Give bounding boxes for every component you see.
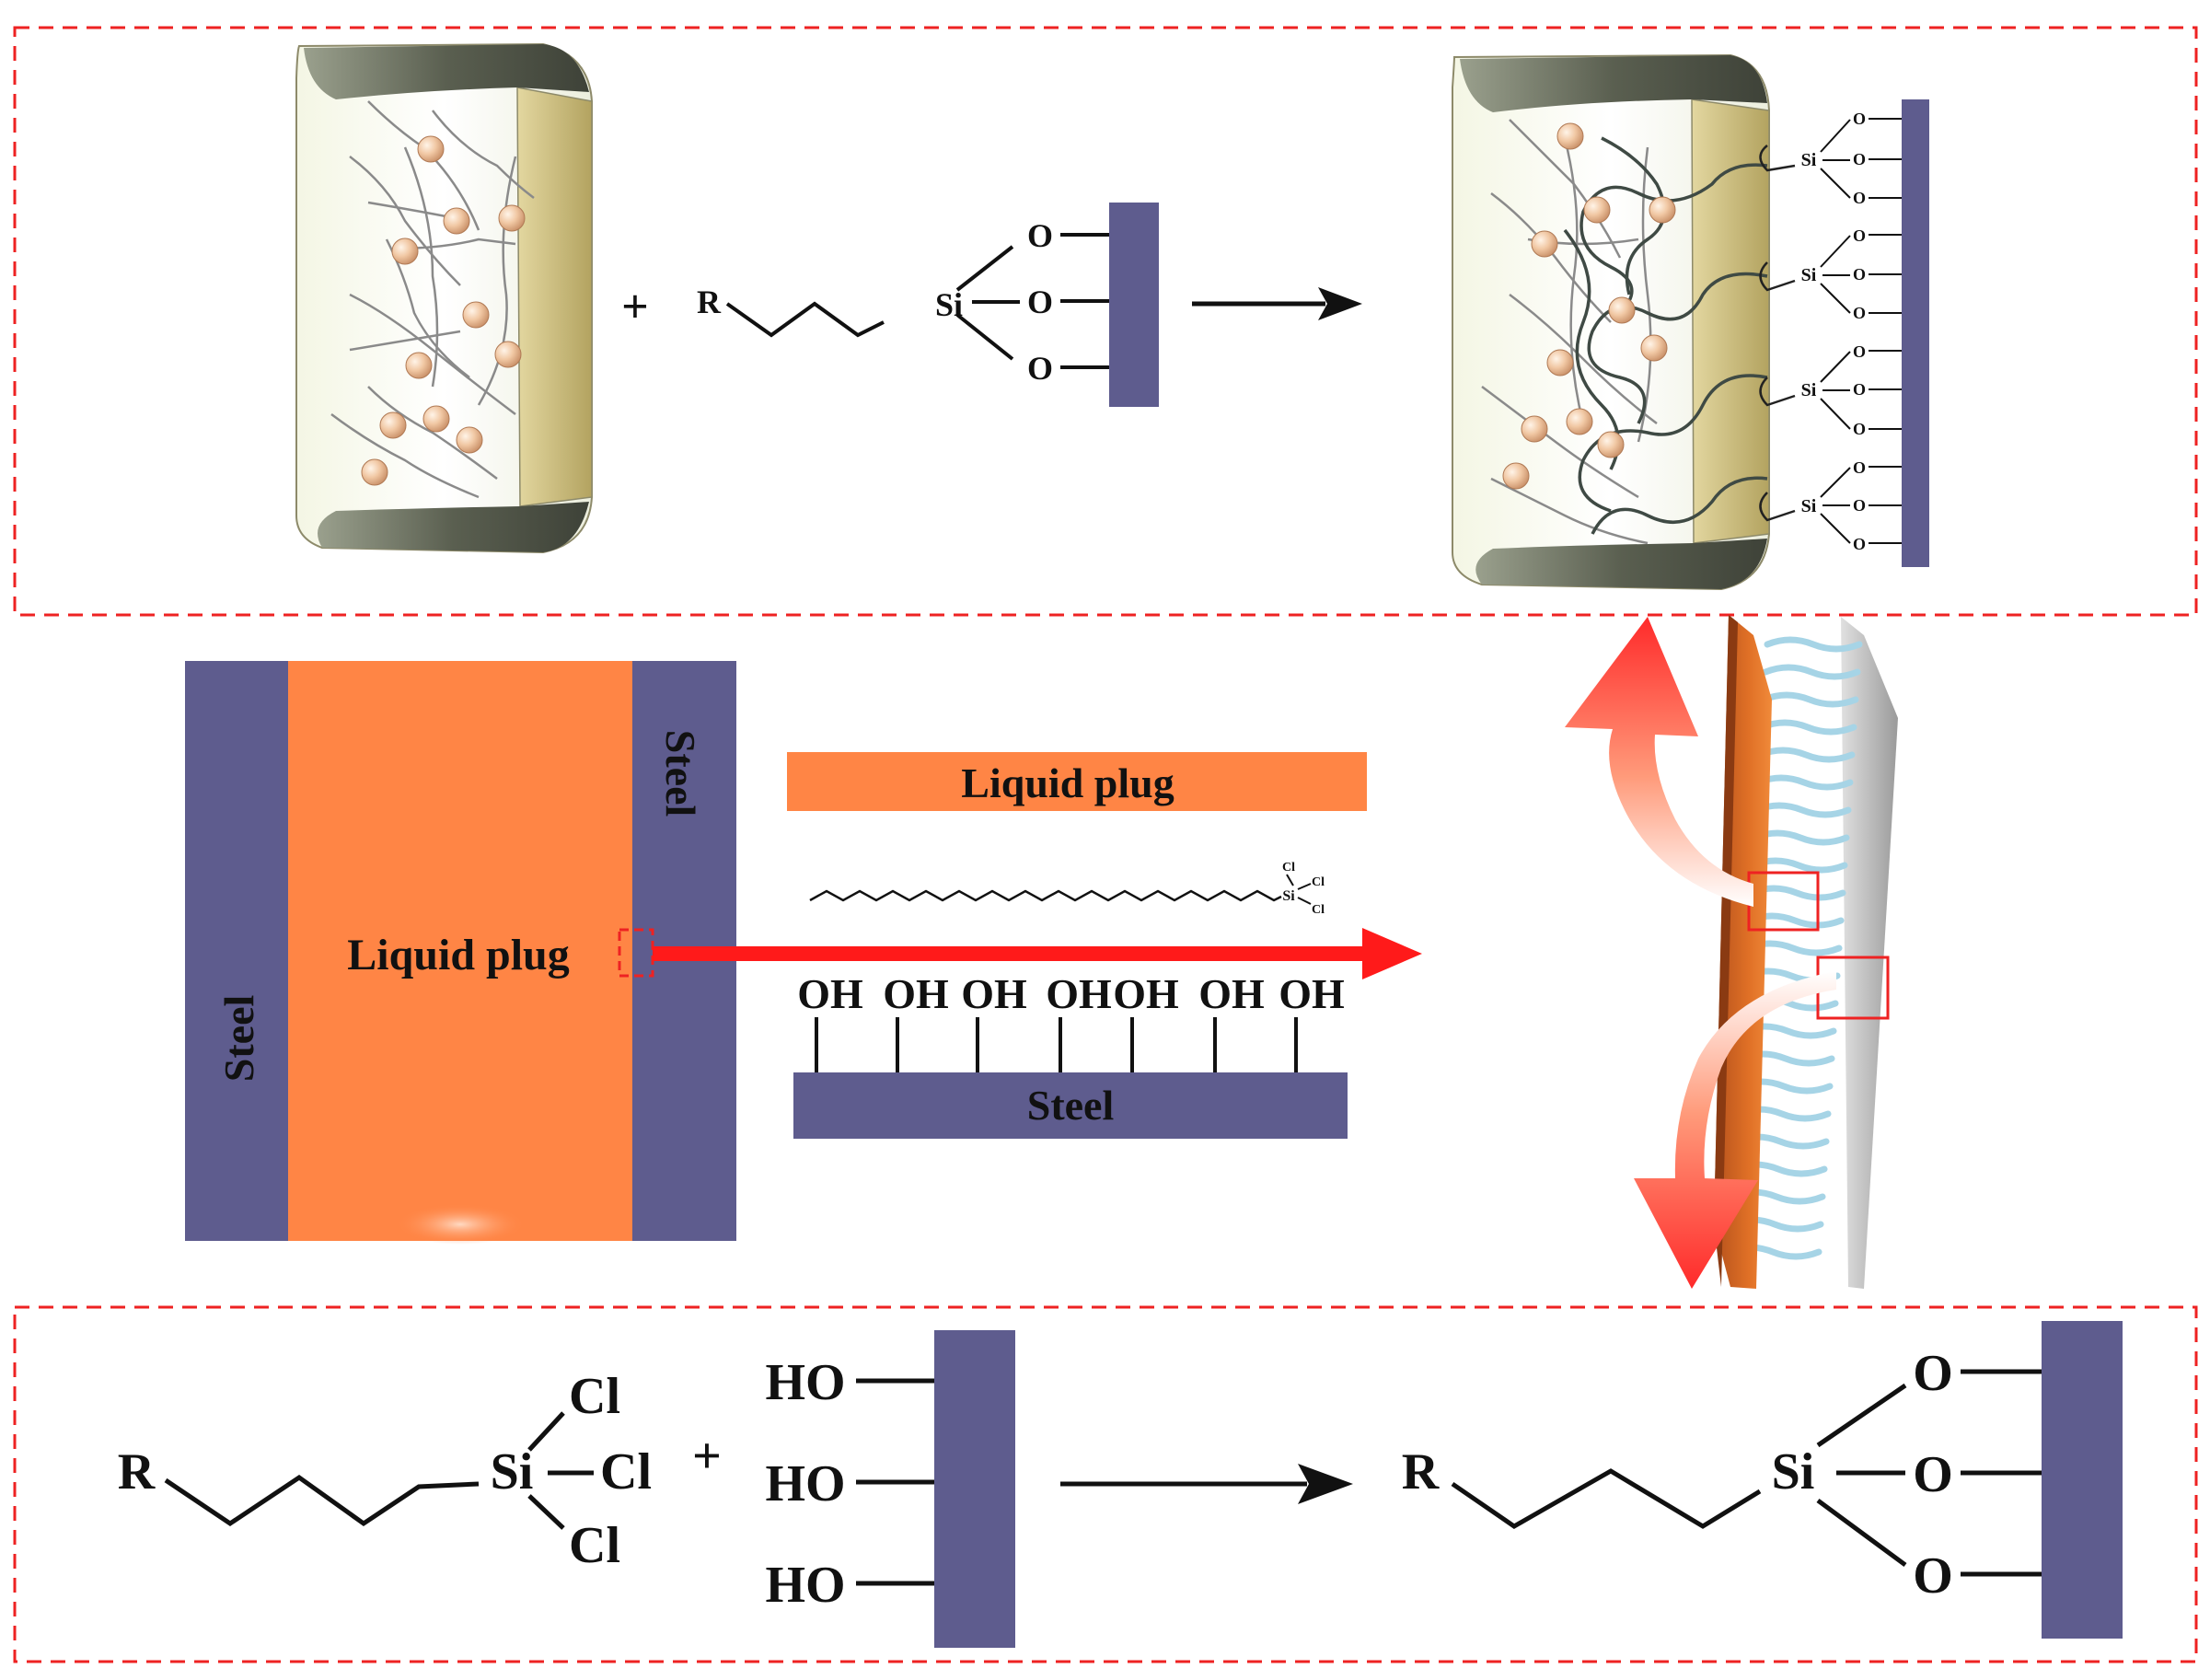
pipe-cross-section: Steel Liquid plug Steel (185, 661, 736, 1245)
bottom-cl-1: Cl (569, 1368, 620, 1425)
o-label-1b: O (1853, 150, 1866, 168)
steel-left-label: Steel (215, 995, 262, 1083)
bottom-r-group: R (118, 1443, 156, 1500)
interface-schematic: Liquid plug Si Cl Cl Cl OH OH OH OH OH O… (787, 752, 1367, 1139)
top-o-3: O (1027, 350, 1053, 387)
bottom-ho-2: HO (765, 1455, 845, 1512)
o-label-3a: O (1853, 342, 1866, 361)
bottom-ho-3: HO (765, 1557, 845, 1614)
top-frame (13, 26, 2198, 617)
bottom-plus-sign: + (692, 1428, 722, 1485)
zoom-marker (618, 928, 654, 978)
top-r-group: R (697, 284, 722, 320)
silane-cl-2: Cl (1312, 875, 1325, 889)
bottom-cl-3: Cl (569, 1517, 620, 1574)
oh-4: OH (1046, 970, 1112, 1017)
top-o-2: O (1027, 284, 1053, 320)
gel-block-left (295, 42, 593, 554)
liquid-plug-bar (787, 752, 1367, 811)
bottom-substrate-right (2042, 1321, 2123, 1639)
si-anchor-4: Si O O O (1759, 458, 1902, 553)
liquid-plug-label: Liquid plug (347, 931, 570, 979)
oh-6: OH (1198, 970, 1265, 1017)
hydroxyl-row: OH OH OH OH OH OH OH (797, 970, 1345, 1072)
down-curved-arrow (1634, 971, 1836, 1289)
top-plus-sign: + (621, 281, 649, 333)
bottom-product-r: R (1402, 1443, 1440, 1500)
o-label-2b: O (1853, 265, 1866, 284)
si-anchor-3: Si O O O (1759, 342, 1902, 438)
octadecyltrichlorosilane: Si Cl Cl Cl (809, 861, 1325, 917)
bottom-si: Si (491, 1443, 534, 1500)
o-label-3c: O (1853, 420, 1866, 438)
bottom-ho-1: HO (765, 1354, 845, 1411)
si-anchor-1: Si O O O (1759, 110, 1902, 207)
silane-cl-1: Cl (1282, 861, 1295, 875)
oh-7: OH (1279, 970, 1345, 1017)
gel-block-right: Si O O O Si O O O (1452, 53, 1929, 591)
liquid-plug-bar-label: Liquid plug (961, 759, 1174, 806)
o-label-4c: O (1853, 535, 1866, 553)
grey-substrate-slab (1841, 617, 1898, 1289)
o-label-2c: O (1853, 304, 1866, 322)
bottom-product-o-3: O (1913, 1547, 1953, 1605)
bottom-product-o-2: O (1913, 1446, 1953, 1503)
si-label-2: Si (1801, 265, 1817, 285)
slab-3d (1565, 615, 1898, 1289)
oh-2: OH (883, 970, 949, 1017)
si-label-1: Si (1801, 150, 1817, 170)
o-label-3b: O (1853, 380, 1866, 399)
o-label-4b: O (1853, 496, 1866, 515)
o-label-1a: O (1853, 110, 1866, 128)
o-label-1c: O (1853, 189, 1866, 207)
bottom-reaction: R Si Cl Cl Cl + HO HO HO R Si O O O (118, 1321, 2123, 1648)
zoom-arrow (653, 928, 1422, 979)
bottom-product-si: Si (1772, 1443, 1815, 1500)
polymer-network-right (1481, 119, 1658, 545)
bottom-reaction-arrow (1060, 1464, 1353, 1504)
up-curved-arrow (1565, 617, 1753, 907)
grafted-silane-top: R Si O O O (697, 203, 1159, 407)
o-label-4a: O (1853, 458, 1866, 477)
crosslink-beads-left (361, 135, 526, 486)
silane-si-label: Si (1282, 888, 1295, 904)
si-label-4: Si (1801, 496, 1817, 516)
top-substrate (1109, 203, 1159, 407)
bottom-frame (13, 1305, 2198, 1663)
grafted-si-anchors: Si O O O Si O O O (1759, 99, 1929, 567)
oh-3: OH (961, 970, 1027, 1017)
bottom-cl-2: Cl (600, 1443, 652, 1500)
silane-cl-3: Cl (1312, 903, 1325, 917)
steel-bar (793, 1072, 1348, 1139)
top-o-1: O (1027, 217, 1053, 254)
steel-bar-label: Steel (1027, 1082, 1115, 1129)
crosslink-beads-right (1502, 122, 1676, 490)
liquid-plug-core (288, 661, 632, 1241)
steel-left-wall (185, 661, 288, 1241)
bottom-product-o-1: O (1913, 1345, 1953, 1402)
oh-5: OH (1113, 970, 1179, 1017)
si-label-3: Si (1801, 380, 1817, 400)
si-anchor-2: Si O O O (1759, 226, 1902, 322)
bottom-substrate-left (934, 1330, 1015, 1648)
top-reaction-arrow (1192, 287, 1362, 320)
steel-right-label: Steel (657, 730, 704, 817)
oh-1: OH (797, 970, 863, 1017)
right-substrate (1902, 99, 1929, 567)
o-label-2a: O (1853, 226, 1866, 245)
